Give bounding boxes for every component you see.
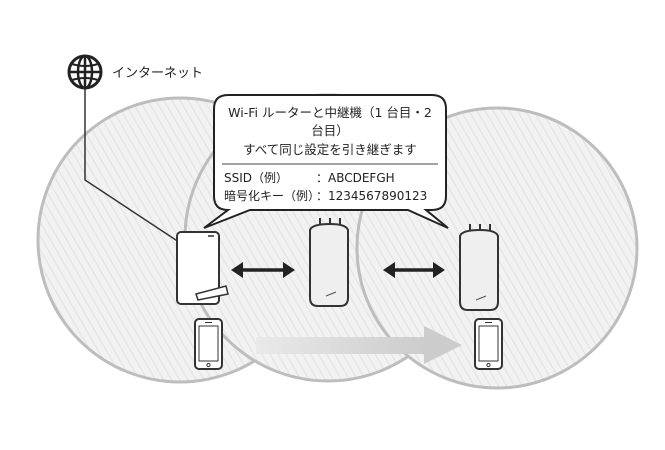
repeater-icon — [309, 218, 349, 307]
callout-title-line-1: Wi-Fi ルーターと中継機（1 台目・2 — [228, 105, 432, 120]
internet-cable — [84, 88, 189, 249]
link-arrow-repeater-repeater — [383, 262, 445, 278]
link-arrow-router-repeater — [231, 262, 295, 278]
globe-icon — [67, 54, 103, 90]
callout-title-line-2: 台目） — [311, 123, 349, 138]
ssid-value: ：ABCDEFGH — [316, 171, 395, 185]
encryption-key-value: ：1234567890123 — [316, 189, 427, 203]
internet-label: インターネット — [112, 66, 203, 81]
smartphone-icon — [474, 318, 503, 370]
smartphone-icon — [194, 318, 223, 370]
callout-title-line-3: すべて同じ設定を引き継ぎます — [243, 142, 417, 157]
repeater-icon — [459, 224, 499, 311]
settings-callout: Wi-Fi ルーターと中継機（1 台目・2 台目） すべて同じ設定を引き継ぎます… — [203, 94, 449, 229]
router-icon — [176, 231, 229, 305]
ssid-label: SSID（例） — [224, 171, 288, 185]
encryption-key-label: 暗号化キー（例） — [224, 188, 320, 203]
move-direction-arrow — [256, 326, 462, 364]
